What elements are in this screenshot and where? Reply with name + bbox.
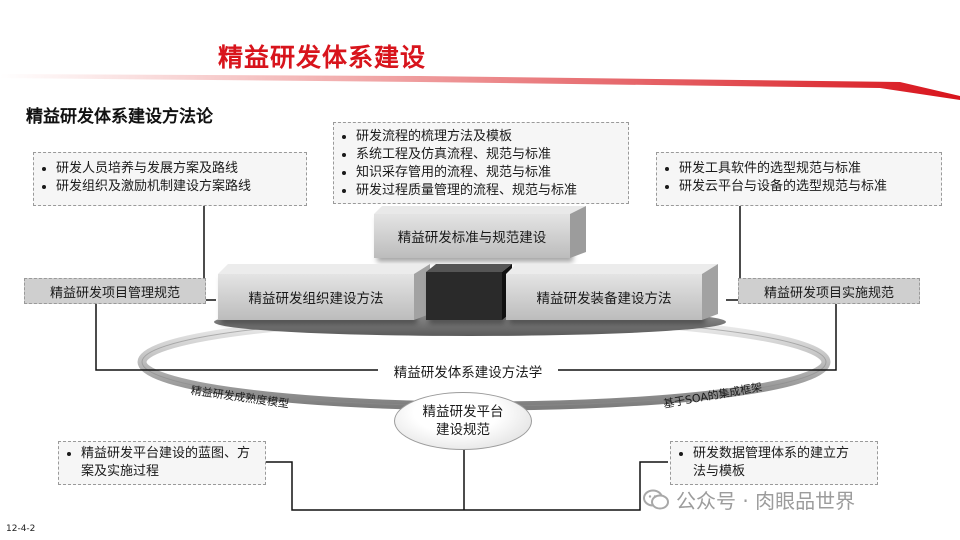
- core-cube-bevel: [426, 264, 512, 322]
- watermark-text: 公众号 · 肉眼品世界: [676, 485, 855, 514]
- equipment-item: 研发工具软件的选型规范与标准: [679, 160, 941, 178]
- project-implementation-label: 精益研发项目实施规范: [764, 282, 894, 301]
- standards-item: 研发过程质量管理的流程、规范与标准: [356, 182, 628, 200]
- methodology-label: 精益研发体系建设方法学: [378, 360, 558, 382]
- standards-item: 系统工程及仿真流程、规范与标准: [356, 146, 628, 164]
- project-management-label: 精益研发项目管理规范: [50, 282, 180, 301]
- data-management-items-box: 研发数据管理体系的建立方法与模板: [670, 441, 878, 485]
- standards-block-bevel: [374, 206, 586, 260]
- equipment-items-box: 研发工具软件的选型规范与标准 研发云平台与设备的选型规范与标准: [656, 152, 942, 206]
- wechat-icon: [642, 488, 670, 512]
- platform-oval-label: 精益研发平台建设规范: [419, 403, 507, 439]
- organization-item: 研发人员培养与发展方案及路线: [56, 160, 306, 178]
- platform-items-box: 精益研发平台建设的蓝图、方案及实施过程: [58, 441, 266, 485]
- platform-item: 精益研发平台建设的蓝图、方案及实施过程: [81, 445, 253, 481]
- equipment-block-bevel: [506, 264, 718, 322]
- page-number: 12-4-2: [6, 524, 35, 534]
- equipment-item: 研发云平台与设备的选型规范与标准: [679, 178, 941, 196]
- standards-items-box: 研发流程的梳理方法及模板 系统工程及仿真流程、规范与标准 知识采存管用的流程、规…: [333, 122, 629, 204]
- standards-item: 研发流程的梳理方法及模板: [356, 128, 628, 146]
- standards-item: 知识采存管用的流程、规范与标准: [356, 164, 628, 182]
- project-implementation-tag: 精益研发项目实施规范: [738, 278, 920, 304]
- data-management-item: 研发数据管理体系的建立方法与模板: [693, 445, 857, 481]
- watermark: 公众号 · 肉眼品世界: [642, 485, 855, 514]
- organization-items-box: 研发人员培养与发展方案及路线 研发组织及激励机制建设方案路线: [33, 152, 307, 206]
- project-management-tag: 精益研发项目管理规范: [24, 278, 206, 304]
- organization-block-bevel: [218, 264, 430, 322]
- platform-oval: 精益研发平台建设规范: [394, 392, 532, 450]
- organization-item: 研发组织及激励机制建设方案路线: [56, 178, 306, 196]
